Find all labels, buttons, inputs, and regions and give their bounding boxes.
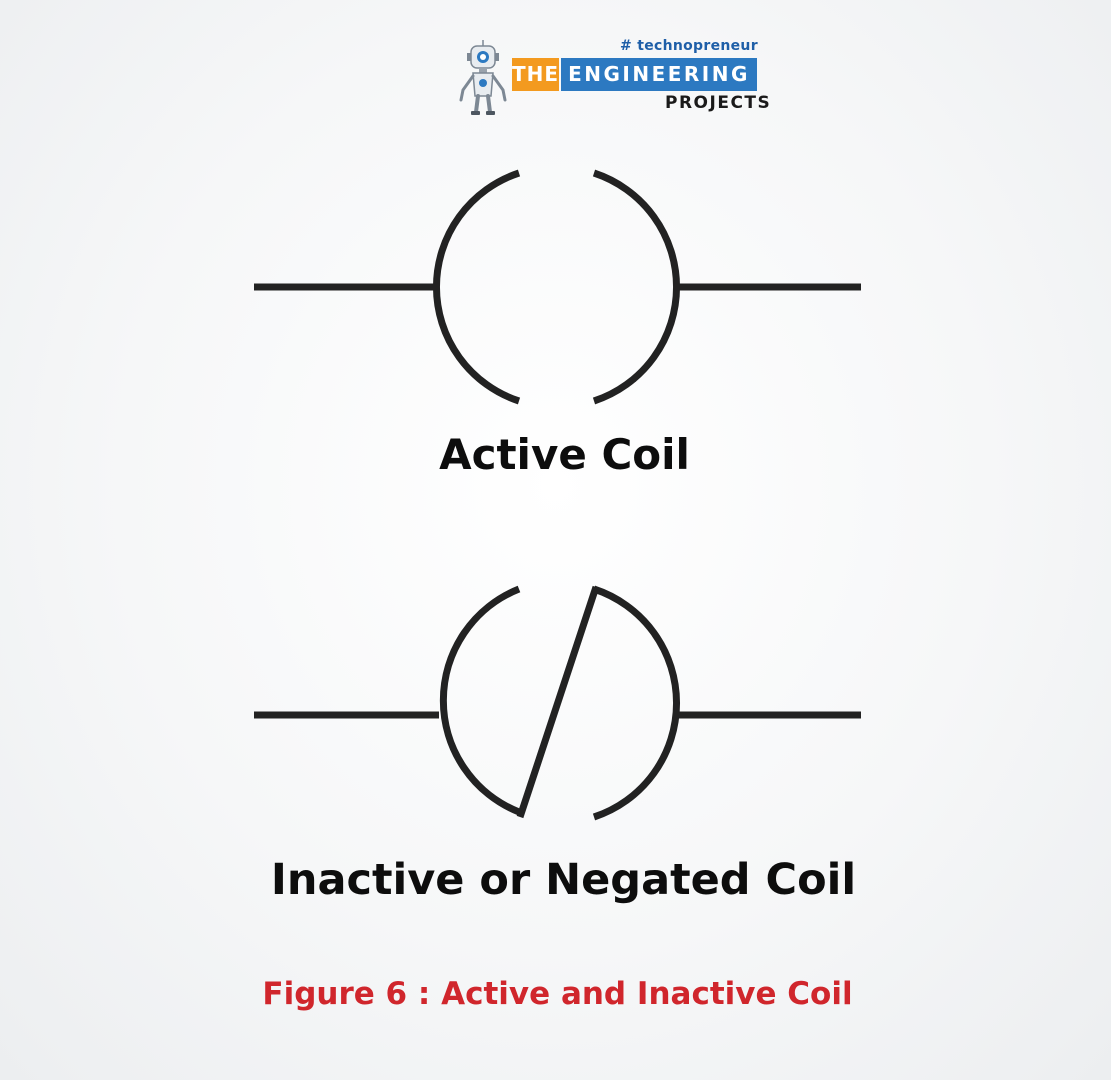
negated-coil-slash [516,585,600,819]
active-coil-symbol [254,169,861,405]
robot-mascot-icon [459,40,507,115]
logo: # technopreneur THE ENGINEERING PROJECTS [455,38,770,118]
negated-coil-symbol [254,585,861,821]
active-coil-right-arc [592,169,680,405]
logo-engineering-badge: ENGINEERING [561,58,757,91]
negated-coil-right-arc [592,585,680,821]
negated-coil-left-arc [439,585,521,816]
active-coil-label: Active Coil [439,430,690,479]
figure-caption: Figure 6 : Active and Inactive Coil [262,976,853,1012]
negated-coil-label: Inactive or Negated Coil [270,855,857,905]
logo-the-badge: THE [512,58,559,91]
logo-projects-text: PROJECTS [665,93,772,113]
logo-hashtag: # technopreneur [620,38,758,54]
active-coil-left-arc [433,169,521,405]
